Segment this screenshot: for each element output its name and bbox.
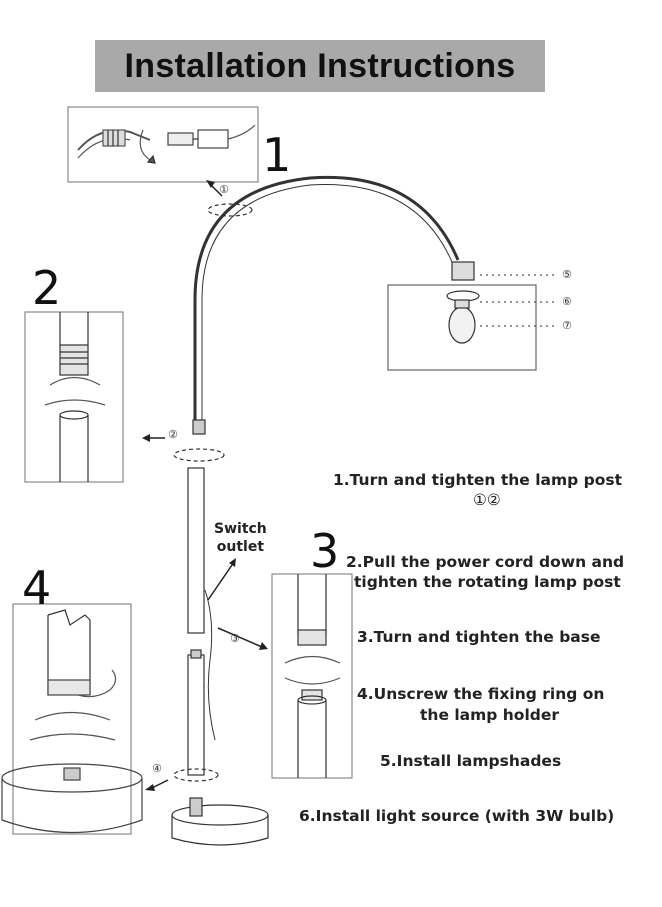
detail-box-4 (1, 603, 143, 835)
callout-7: ⑦ (562, 319, 572, 332)
step-4-line2: the lamp holder (420, 706, 560, 724)
callout-5: ⑤ (562, 268, 572, 281)
switch-outlet-line2: outlet (216, 539, 265, 555)
switch-outlet-line1: Switch (214, 521, 267, 537)
step-6: 6.Install light source (with 3W bulb) (299, 807, 615, 825)
callout-2: ② (168, 428, 178, 441)
panel-number-3: 3 (310, 524, 340, 578)
detail-box-1 (67, 106, 259, 183)
lampshade (387, 261, 537, 371)
panel-number-2: 2 (32, 261, 62, 315)
detail-box-3 (271, 573, 353, 779)
step-5: 5.Install lampshades (380, 752, 562, 770)
lamp-pole (171, 175, 460, 846)
step-1-line2: ①② (473, 491, 501, 509)
title-banner: Installation Instructions (95, 40, 545, 92)
switch-outlet-label: Switch outlet (214, 520, 267, 556)
step-2-line1: 2.Pull the power cord down and (346, 553, 625, 571)
callout-4: ④ (152, 762, 162, 775)
callout-3: ③ (230, 632, 240, 645)
callout-6: ⑥ (562, 295, 572, 308)
callout-1: ① (219, 183, 229, 196)
callout-leaders (480, 274, 555, 327)
panel-number-4: 4 (22, 561, 52, 615)
detail-box-2 (24, 311, 124, 483)
step-3: 3.Turn and tighten the base (357, 628, 601, 646)
step-2-line2: tighten the rotating lamp post (354, 573, 621, 591)
step-4-line1: 4.Unscrew the fixing ring on (357, 685, 605, 703)
panel-number-1: 1 (262, 128, 292, 182)
page-title: Installation Instructions (124, 46, 516, 85)
step-1-line1: 1.Turn and tighten the lamp post (333, 471, 622, 489)
